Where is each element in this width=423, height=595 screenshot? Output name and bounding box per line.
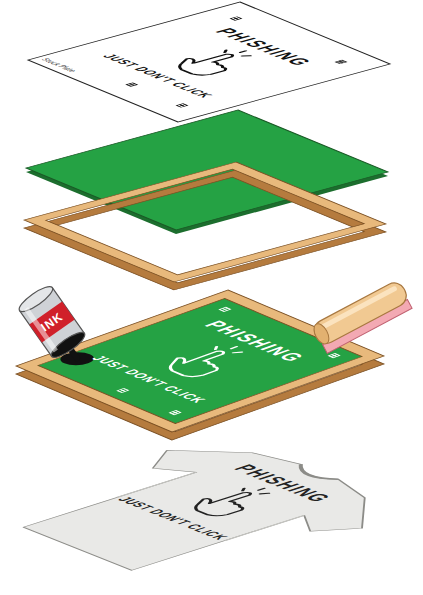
print-plane: Stock Plate PHISHINGJUST DON'T CLICK bbox=[28, 2, 390, 122]
screen-mesh bbox=[34, 297, 365, 425]
wooden-frame bbox=[24, 162, 386, 282]
print-plane: PHISHINGJUST DON'T CLICK bbox=[16, 290, 384, 432]
print-text: PHISHING bbox=[230, 463, 337, 504]
squeegee bbox=[311, 279, 414, 354]
can-label: INK bbox=[39, 310, 65, 333]
screen-frame bbox=[16, 290, 384, 432]
print-plane: PHISHINGJUST DON'T CLICK bbox=[30, 440, 400, 570]
print-text: JUST DON'T CLICK bbox=[89, 354, 209, 404]
film-sheet bbox=[28, 2, 390, 122]
register-marks bbox=[72, 17, 347, 108]
ink-can bbox=[16, 283, 88, 362]
t-shirt bbox=[0, 433, 417, 588]
print-text: JUST DON'T CLICK bbox=[115, 496, 231, 541]
hand-icon bbox=[168, 46, 266, 77]
film-outline bbox=[28, 2, 390, 122]
print-text: PHISHING bbox=[211, 27, 317, 68]
screen-wood bbox=[16, 290, 384, 432]
hand-icon bbox=[158, 341, 257, 379]
print-text: Stock Plate bbox=[39, 58, 78, 73]
print-text: JUST DON'T CLICK bbox=[100, 53, 216, 99]
register-marks bbox=[60, 307, 339, 414]
hand-icon bbox=[184, 484, 284, 519]
print-text: PHISHING bbox=[201, 319, 310, 364]
